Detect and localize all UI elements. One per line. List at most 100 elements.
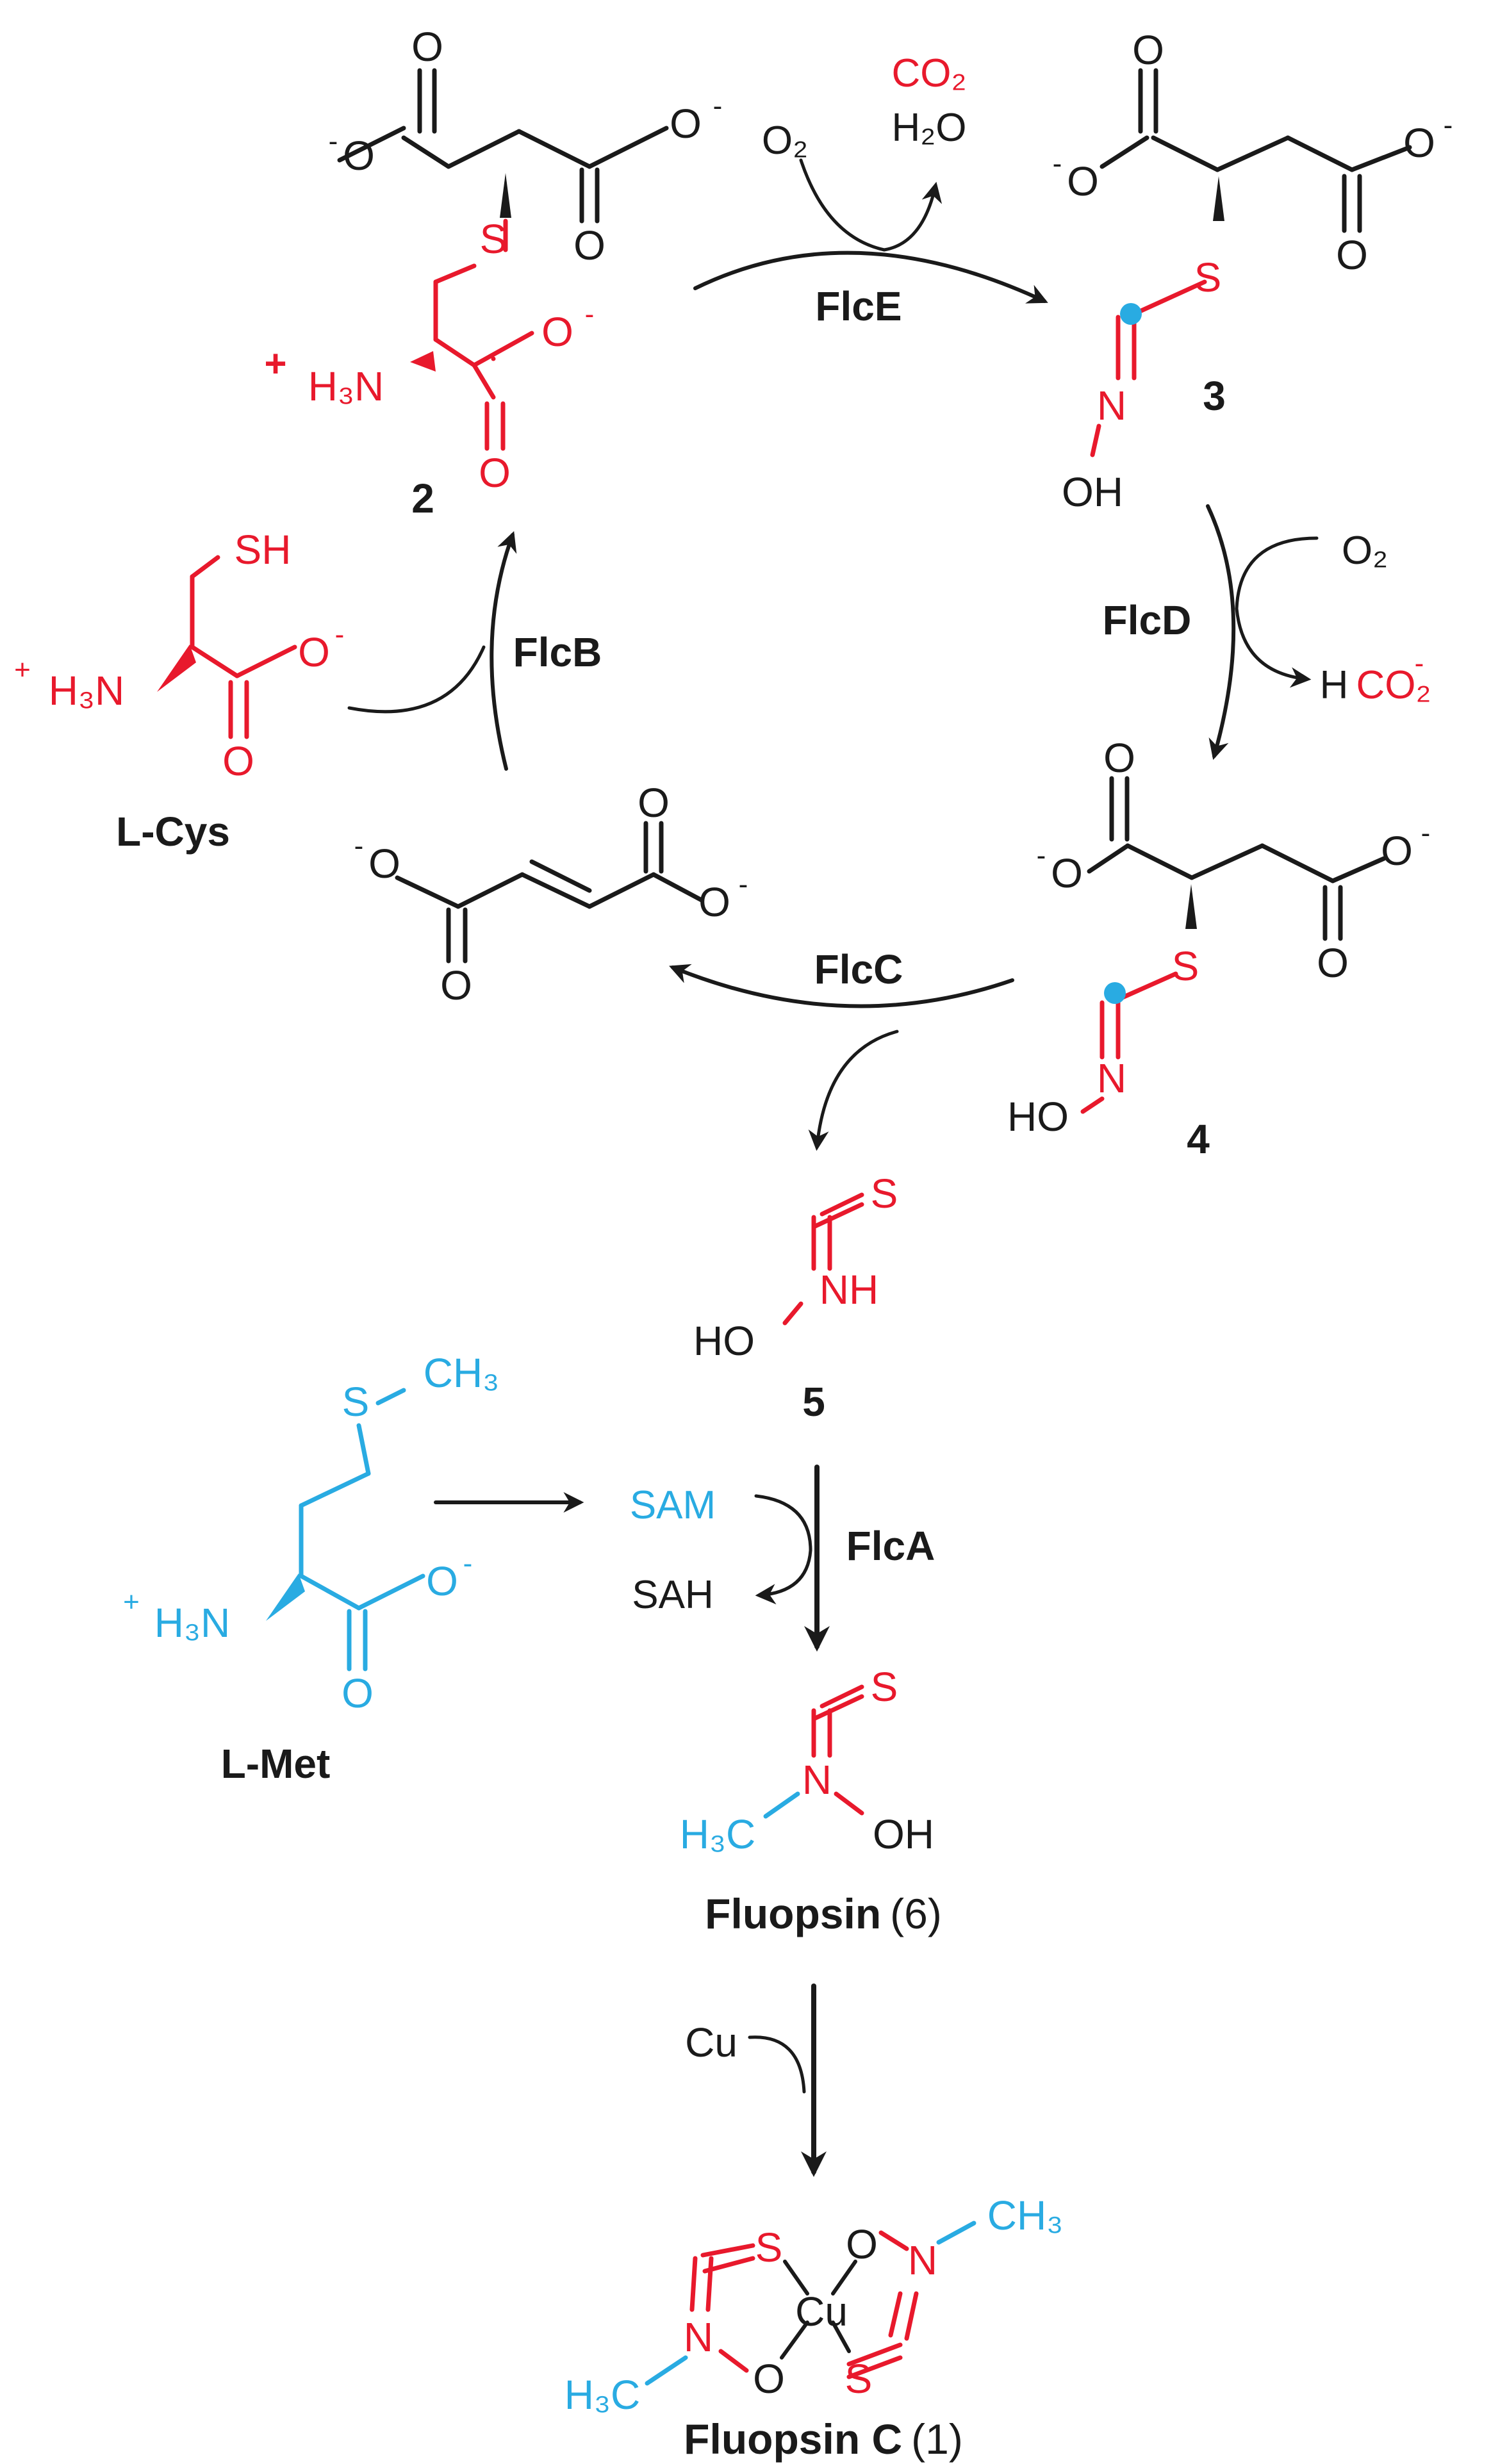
c3-oxygen-right: O (1403, 120, 1435, 166)
flce-h2o: H₂O (891, 106, 966, 150)
c5-nh: NH (820, 1267, 878, 1313)
flce-o2: O₂ (762, 119, 808, 163)
c3-nitrogen: N (1097, 382, 1126, 429)
c5-sulfur: S (871, 1170, 898, 1217)
c4-nitrogen: N (1097, 1055, 1126, 1101)
c2-oxygen-left: O (343, 133, 375, 179)
l-methionine: S CH₃ + H₃N O - O L-Met (123, 1350, 499, 1787)
flcd-label: FlcD (1103, 597, 1192, 643)
c2-oxygen-acid-carbonyl: O (479, 450, 511, 496)
lmet-h3n: H₃N (154, 1600, 231, 1646)
c4-label: 4 (1187, 1116, 1210, 1162)
flcd-step: O₂ FlcD H CO₂ - (1103, 504, 1431, 760)
c2-oxygen-carbonyl: O (573, 222, 605, 268)
c3-label: 3 (1203, 373, 1226, 419)
c3-sulfur: S (1194, 254, 1222, 300)
lcys-minus: - (335, 619, 345, 650)
lmet-label: L-Met (221, 1741, 331, 1787)
c2-oxygen-right: O (670, 101, 702, 147)
c2-minus-acid: - (585, 299, 595, 330)
l-cysteine: SH + H₃N O - O L-Cys (14, 527, 344, 855)
c2-plus: + (264, 342, 286, 385)
fumarate: O - O O O - (354, 780, 748, 1008)
c2-minus-left: - (329, 126, 338, 157)
fc-oxygen-upper: O (846, 2221, 878, 2267)
c2-minus-right: - (713, 90, 723, 122)
fluopsin-sulfur: S (871, 1664, 898, 1710)
fluopsin-methyl: H₃C (680, 1811, 756, 1857)
fumarate-minus-left: - (354, 830, 364, 862)
compound-4: O O - O - O S N HO 4 (1007, 735, 1430, 1162)
fc-copper: Cu (795, 2288, 848, 2335)
c3-oxygen-carbonyl: O (1336, 232, 1368, 278)
c4-minus-left: - (1037, 840, 1046, 871)
flcc-label: FlcC (814, 946, 903, 992)
c2-label: 2 (411, 475, 434, 522)
compound-5: S NH HO 5 (693, 1170, 898, 1425)
flcd-hco2-minus: - (1415, 648, 1424, 679)
c3-hydroxyl: OH (1062, 469, 1123, 515)
flcb-step: FlcB (347, 530, 602, 771)
c4-labeled-carbon-marker (1104, 982, 1126, 1004)
c2-oxygen-top: O (411, 24, 443, 70)
cu-step: Cu (685, 1984, 827, 2177)
c5-hydroxyl: HO (693, 1318, 755, 1364)
fc-nitrogen-upper: N (908, 2237, 937, 2283)
lcys-label: L-Cys (116, 809, 230, 855)
fumarate-oxygen-bottom: O (440, 962, 472, 1008)
fluopsin-c-1: S O N CH₃ Cu N O S H₃C Fluopsin C(1) (564, 2192, 1064, 2463)
lmet-oxygen-acid: O (426, 1558, 458, 1604)
fluopsin-nitrogen: N (802, 1757, 832, 1803)
fumarate-oxygen-left: O (368, 841, 400, 887)
lcys-plus: + (14, 654, 31, 686)
flcb-label: FlcB (513, 629, 602, 675)
lmet-oxygen-carbonyl: O (342, 1670, 374, 1716)
c2-oxygen-acid: O (541, 309, 573, 355)
flcc-step: FlcC (669, 946, 1014, 1151)
c4-hydroxyl: HO (1007, 1094, 1069, 1140)
flce-co2: CO₂ (891, 51, 966, 95)
flcd-hco2: CO₂ (1356, 663, 1431, 707)
fc-nitrogen-lower: N (684, 2314, 713, 2360)
lcys-h3n: H₃N (49, 668, 125, 714)
c4-oxygen-carbonyl: O (1317, 940, 1349, 986)
fluopsin-6: S N H₃C OH Fluopsin(6) (680, 1664, 942, 1937)
fumarate-minus-right: - (739, 869, 748, 900)
c4-oxygen-left: O (1051, 850, 1083, 896)
compound-2: O O - O - O S + H₃N O - O 2 (264, 24, 722, 522)
c3-oxygen-left: O (1067, 158, 1099, 204)
lmet-minus: - (463, 1548, 473, 1579)
lmet-sulfur: S (342, 1379, 370, 1425)
sah-label: SAH (632, 1573, 713, 1617)
fluopsin-c-label: Fluopsin C(1) (684, 2415, 963, 2463)
flcd-o2: O₂ (1342, 529, 1388, 573)
flca-label: FlcA (846, 1523, 935, 1569)
fc-methyl-upper: CH₃ (987, 2192, 1064, 2238)
flce-step: O₂ CO₂ H₂O FlcE (693, 51, 1048, 329)
sam-label: SAM (630, 1483, 716, 1527)
fc-sulfur-lower: S (845, 2356, 873, 2402)
c3-oxygen-top: O (1132, 27, 1164, 73)
compound-3: O O - O - O S N OH 3 (1053, 27, 1453, 515)
lcys-oxygen-carbonyl: O (222, 738, 254, 784)
fluopsin-label: Fluopsin(6) (705, 1890, 942, 1937)
fc-sulfur-upper: S (755, 2224, 783, 2271)
cu-reagent: Cu (685, 2019, 737, 2066)
c3-minus-left: - (1053, 148, 1062, 179)
fumarate-oxygen-right: O (698, 879, 730, 925)
fc-methyl-lower: H₃C (564, 2372, 641, 2418)
c4-oxygen-right: O (1381, 828, 1413, 874)
c2-h3n: H₃N (308, 363, 384, 409)
lmet-plus: + (123, 1586, 140, 1618)
fc-oxygen-lower: O (753, 2356, 785, 2402)
c3-minus-right: - (1444, 110, 1453, 141)
flce-label: FlcE (815, 283, 902, 329)
c4-minus-right: - (1421, 817, 1431, 849)
c4-sulfur: S (1172, 943, 1199, 989)
c2-sulfur: S (480, 216, 507, 262)
lcys-thiol: SH (235, 527, 292, 573)
flca-step: SAM SAH FlcA (434, 1465, 935, 1652)
fluopsin-hydroxyl: OH (873, 1811, 934, 1857)
lmet-methyl: CH₃ (424, 1350, 500, 1396)
